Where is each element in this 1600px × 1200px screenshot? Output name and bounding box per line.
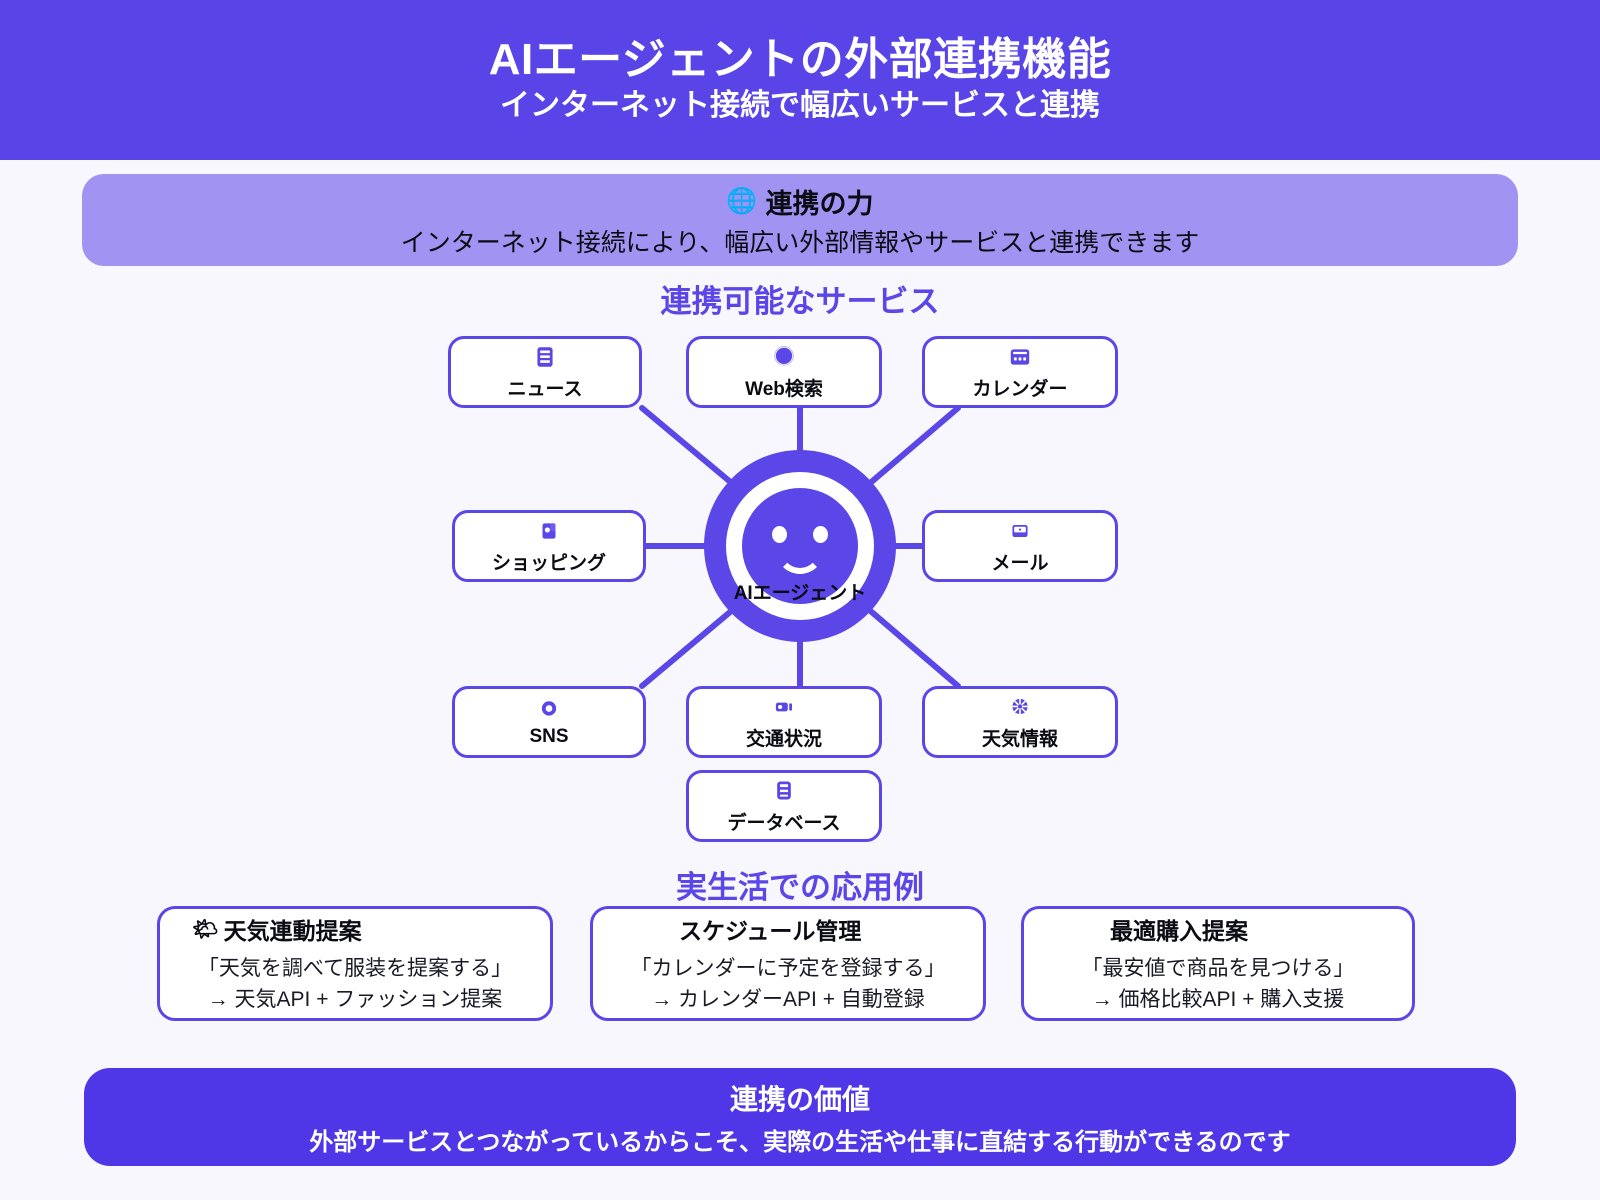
center-node-label: AIエージェント	[733, 583, 867, 604]
page-header: AIエージェントの外部連携機能 インターネット接続で幅広いサービスと連携	[0, 0, 1600, 160]
service-node-weather[interactable]: 天気情報	[922, 686, 1118, 758]
intro-banner: 🌐 連携の力 インターネット接続により、幅広い外部情報やサービスと連携できます	[82, 174, 1518, 266]
example-card-purchase[interactable]: 最適購入提案 「最安値で商品を見つける」 → 価格比較API + 購入支援	[1021, 906, 1415, 1021]
service-node-label: ショッピング	[491, 552, 606, 574]
sns-ring-icon	[536, 696, 562, 727]
page-title: AIエージェントの外部連携機能	[488, 34, 1112, 84]
globe-search-icon	[771, 344, 797, 375]
service-node-label: SNS	[529, 726, 569, 747]
news-icon	[532, 344, 558, 375]
footer-title: 連携の価値	[729, 1083, 870, 1115]
footer-banner: 連携の価値 外部サービスとつながっているからこそ、実際の生活や仕事に直結する行動…	[84, 1068, 1516, 1166]
service-node-label: Web検索	[745, 378, 823, 400]
service-node-label: メール	[991, 552, 1049, 574]
database-icon	[771, 778, 797, 809]
shopping-bag-icon	[536, 518, 562, 549]
service-node-web-search[interactable]: Web検索	[686, 336, 882, 408]
example-card-title-row: 🌤 天気連動提案	[192, 912, 362, 946]
example-card-detail: → 天気API + ファッション提案	[207, 987, 503, 1011]
traffic-camera-icon	[771, 694, 797, 725]
smiley-face-icon	[742, 488, 858, 604]
service-node-shopping[interactable]: ショッピング	[452, 510, 646, 582]
intro-banner-description: インターネット接続により、幅広い外部情報やサービスと連携できます	[400, 228, 1200, 257]
sun-icon	[1007, 694, 1033, 725]
service-node-database[interactable]: データベース	[686, 770, 882, 842]
example-card-title-row: スケジュール管理	[679, 912, 861, 946]
intro-banner-title-row: 🌐 連携の力	[726, 182, 873, 221]
example-card-title: 最適購入提案	[1110, 918, 1248, 945]
example-card-quote: 「最安値で商品を見つける」	[1081, 957, 1355, 981]
example-card-quote: 「カレンダーに予定を登録する」	[630, 957, 946, 981]
example-cards-row: 🌤 天気連動提案 「天気を調べて服装を提案する」 → 天気API + ファッショ…	[0, 906, 1600, 1024]
eye-left	[772, 526, 787, 543]
service-node-label: 交通状況	[745, 728, 822, 750]
service-node-traffic[interactable]: 交通状況	[686, 686, 882, 758]
example-card-weather[interactable]: 🌤 天気連動提案 「天気を調べて服装を提案する」 → 天気API + ファッショ…	[157, 906, 553, 1021]
agent-inner-circle	[742, 488, 858, 604]
service-node-mail[interactable]: メール	[922, 510, 1118, 582]
service-node-news[interactable]: ニュース	[448, 336, 642, 408]
mail-icon	[1007, 518, 1033, 549]
services-section-heading: 連携可能なサービス	[660, 284, 940, 319]
intro-banner-title: 連携の力	[765, 188, 874, 219]
eye-right	[813, 526, 828, 543]
example-card-quote: 「天気を調べて服装を提案する」	[197, 957, 513, 981]
service-node-calendar[interactable]: カレンダー	[922, 336, 1118, 408]
example-card-detail: → カレンダーAPI + 自動登録	[651, 987, 925, 1011]
example-card-schedule[interactable]: スケジュール管理 「カレンダーに予定を登録する」 → カレンダーAPI + 自動…	[590, 906, 986, 1021]
center-node-ai-agent[interactable]: AIエージェント	[704, 450, 896, 642]
service-node-label: データベース	[727, 812, 841, 834]
smile-mouth	[776, 550, 824, 574]
example-card-title-row: 最適購入提案	[1110, 912, 1248, 946]
service-node-label: 天気情報	[981, 728, 1058, 750]
sun-behind-cloud-icon: 🌤	[192, 917, 219, 941]
examples-section-heading: 実生活での応用例	[676, 870, 924, 905]
service-hub-diagram: AIエージェント ニュース Web検索	[0, 318, 1600, 858]
calendar-icon	[1007, 344, 1033, 375]
service-node-sns[interactable]: SNS	[452, 686, 646, 758]
globe-icon: 🌐	[726, 186, 758, 215]
service-node-label: ニュース	[507, 378, 583, 400]
example-card-title: スケジュール管理	[679, 918, 862, 945]
page-subtitle: インターネット接続で幅広いサービスと連携	[500, 89, 1100, 123]
service-node-label: カレンダー	[972, 378, 1068, 400]
example-card-title: 天気連動提案	[223, 918, 362, 945]
example-card-detail: → 価格比較API + 購入支援	[1091, 987, 1345, 1011]
footer-description: 外部サービスとつながっているからこそ、実際の生活や仕事に直結する行動ができるので…	[309, 1128, 1291, 1156]
